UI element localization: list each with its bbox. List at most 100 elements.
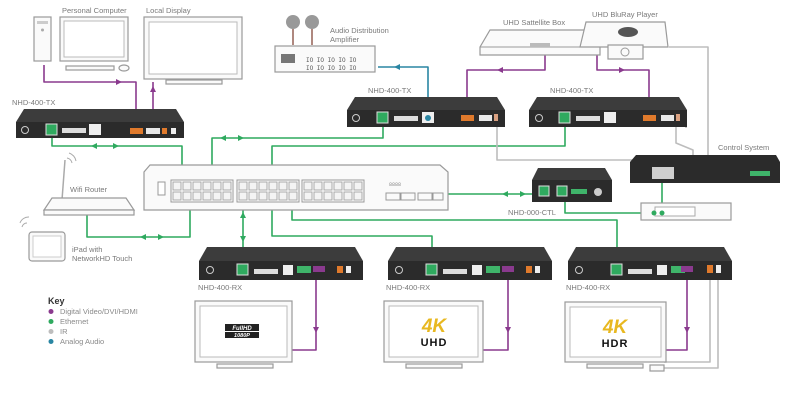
receiver-rx1: NHD-400-RX xyxy=(198,247,363,292)
fullhd-logo-top: FullHD xyxy=(232,326,252,332)
wires xyxy=(43,46,719,369)
rx2-label: NHD-400-RX xyxy=(386,283,430,292)
switch-port xyxy=(172,191,182,201)
wire-rx3-ir2 xyxy=(660,280,719,369)
uhd-satellite-label: UHD Sattellite Box xyxy=(503,18,565,27)
legend-item-label: Analog Audio xyxy=(60,337,104,346)
personal-computer: Personal Computer xyxy=(33,6,130,72)
switch-port xyxy=(192,191,202,201)
legend: Key Digital Video/DVI/HDMIEthernetIRAnal… xyxy=(48,296,138,346)
wire-router-eth xyxy=(86,193,191,238)
legend-swatch xyxy=(48,329,54,334)
arrow-tx1-display xyxy=(150,86,156,92)
legend-item-label: IR xyxy=(60,327,68,336)
switch-port xyxy=(238,181,248,191)
switch-port xyxy=(238,191,248,201)
arrow-pc-tx1 xyxy=(116,79,122,85)
transmitter-tx2: NHD-400-TX xyxy=(347,86,505,127)
small-switch xyxy=(640,202,732,221)
rx3-label: NHD-400-RX xyxy=(566,283,610,292)
switch-port xyxy=(212,181,222,191)
switch-port xyxy=(278,181,288,191)
control-system-label: Control System xyxy=(718,143,769,152)
wire-rx1-display xyxy=(290,280,317,351)
display-4k-uhd: 4K UHD xyxy=(383,300,484,369)
wire-rx2-display xyxy=(481,280,509,351)
wire-tx3-eth xyxy=(271,122,566,180)
wire-tx2-eth xyxy=(211,122,384,180)
switch-port xyxy=(343,181,353,191)
switch-port xyxy=(182,181,192,191)
fullhd-logo-bottom: 1080P xyxy=(234,333,250,339)
display-4k-hdr: 4K HDR xyxy=(564,301,667,372)
ctl-label: NHD-000-CTL xyxy=(508,208,556,217)
switch-port xyxy=(303,191,313,201)
svg-text:IO IO IO IO IO: IO IO IO IO IO xyxy=(306,65,357,72)
switch-port xyxy=(353,191,363,201)
legend-item-label: Ethernet xyxy=(60,317,89,326)
receiver-rx3: NHD-400-RX xyxy=(566,247,732,292)
control-system: Control System xyxy=(630,143,780,183)
receiver-rx2: NHD-400-RX xyxy=(386,247,552,292)
wire-ctl-smallswitch xyxy=(564,198,655,214)
network-switch: 8888 xyxy=(143,164,449,211)
switch-port xyxy=(333,181,343,191)
tx3-label: NHD-400-TX xyxy=(550,86,593,95)
switch-port xyxy=(323,191,333,201)
wifi-router: Wifi Router xyxy=(42,152,136,216)
uhd-bluray-player: UHD BluRay Player xyxy=(579,10,669,60)
switch-port xyxy=(192,181,202,191)
personal-computer-label: Personal Computer xyxy=(62,6,127,15)
switch-port xyxy=(268,191,278,201)
switch-port xyxy=(222,181,232,191)
wire-rx3-display xyxy=(664,280,688,351)
tx1-label: NHD-400-TX xyxy=(12,98,55,107)
display-fullhd: FullHD 1080P xyxy=(194,300,293,369)
switch-port xyxy=(258,181,268,191)
transmitter-tx3: NHD-400-TX xyxy=(529,86,687,127)
hdr-logo-text: HDR xyxy=(602,338,629,350)
switch-port xyxy=(248,191,258,201)
switch-port xyxy=(278,191,288,201)
svg-text:8888: 8888 xyxy=(389,182,401,188)
switch-port xyxy=(258,191,268,201)
legend-swatch xyxy=(48,309,54,314)
switch-port xyxy=(288,191,298,201)
wire-pc-to-tx1 xyxy=(43,65,137,124)
legend-swatch xyxy=(48,319,54,324)
switch-port xyxy=(303,181,313,191)
switch-port xyxy=(248,181,258,191)
legend-swatch xyxy=(48,339,54,344)
uhd-logo-text: UHD xyxy=(421,337,448,349)
switch-port xyxy=(268,181,278,191)
switch-port xyxy=(333,191,343,201)
switch-port xyxy=(323,181,333,191)
ipad-label-2: NetworkHD Touch xyxy=(72,254,132,263)
switch-port xyxy=(212,191,222,201)
legend-item-label: Digital Video/DVI/HDMI xyxy=(60,307,138,316)
audio-amp-label-1: Audio Distribution xyxy=(330,26,389,35)
svg-text:IO IO IO IO IO: IO IO IO IO IO xyxy=(306,57,357,64)
hdr-logo-4k: 4K xyxy=(602,317,629,338)
uhd-logo-4k: 4K xyxy=(421,316,448,337)
audio-distribution-amplifier: IO IO IO IO IO IO IO IO IO IO Audio Dist… xyxy=(274,15,389,73)
switch-port xyxy=(172,181,182,191)
switch-port xyxy=(353,181,363,191)
controller-ctl: NHD-000-CTL xyxy=(508,168,612,217)
local-display: Local Display xyxy=(143,6,243,85)
switch-ports xyxy=(170,179,365,203)
switch-port xyxy=(222,191,232,201)
switch-port xyxy=(202,181,212,191)
audio-amp-label-2: Amplifier xyxy=(330,35,360,44)
rx1-label: NHD-400-RX xyxy=(198,283,242,292)
local-display-label: Local Display xyxy=(146,6,191,15)
switch-port xyxy=(202,191,212,201)
switch-port xyxy=(182,191,192,201)
legend-title: Key xyxy=(48,296,65,306)
tx2-label: NHD-400-TX xyxy=(368,86,411,95)
wifi-router-label: Wifi Router xyxy=(70,185,108,194)
switch-port xyxy=(313,191,323,201)
ipad-label-1: iPad with xyxy=(72,245,102,254)
wire-sat-to-tx2 xyxy=(466,55,546,120)
